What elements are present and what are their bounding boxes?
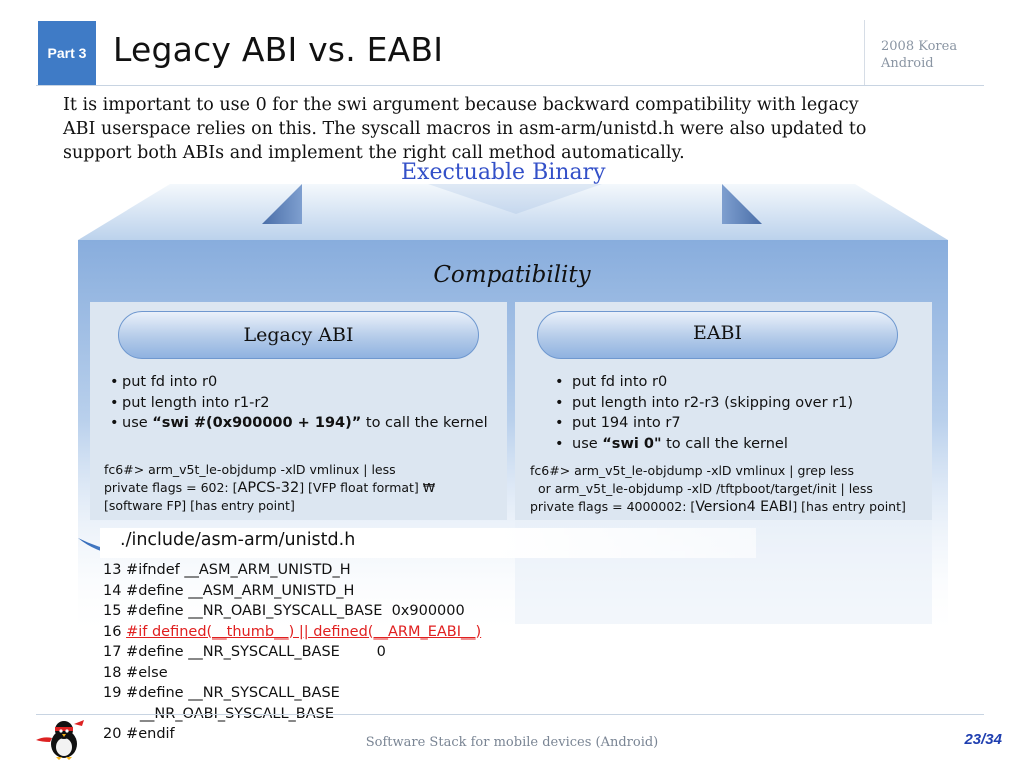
eabi-header: EABI (537, 311, 898, 359)
cmd-line: fc6#> arm_v5t_le-objdump -xlD vmlinux | … (104, 462, 396, 477)
intro-paragraph: It is important to use 0 for the swi arg… (63, 93, 963, 165)
page-number: 23/34 (964, 731, 1002, 748)
list-item: •use “swi 0" to call the kernel (555, 435, 788, 452)
code-line: 16 #if defined(__thumb__) || defined(__A… (103, 623, 482, 640)
eabi-objdump-output: fc6#> arm_v5t_le-objdump -xlD vmlinux | … (530, 462, 906, 516)
code-line: 14 #define __ASM_ARM_UNISTD_H (103, 582, 355, 599)
cmd-line: private flags = 602: [APCS-32] [VFP floa… (104, 480, 436, 496)
conference-line-1: 2008 Korea (881, 39, 958, 54)
part-label: Part 3 (47, 45, 87, 61)
intro-line-3: support both ABIs and implement the righ… (63, 143, 685, 163)
cmd-line: or arm_v5t_le-objdump -xlD /tftpboot/tar… (530, 481, 873, 496)
list-item: •use “swi #(0x900000 + 194)” to call the… (110, 415, 488, 431)
conference-label: 2008 Korea Android (881, 38, 957, 72)
right-triangle (722, 184, 762, 224)
list-item: •put fd into r0 (110, 374, 218, 390)
left-triangle (262, 184, 302, 224)
title-rule (36, 85, 984, 86)
code-line: 19 #define __NR_SYSCALL_BASE (103, 685, 340, 701)
file-label-bar (100, 528, 756, 558)
cmd-line: [software FP] [has entry point] (104, 498, 295, 513)
diagram-top-surface (78, 184, 948, 240)
down-arrow (428, 184, 602, 214)
legacy-bullet-list: •put fd into r0 •put length into r1-r2 •… (110, 374, 488, 436)
compatibility-label: Compatibility (433, 262, 591, 288)
footer-rule (36, 714, 984, 715)
list-item: •put 194 into r7 (555, 415, 681, 431)
executable-binary-label: Exectuable Binary (401, 160, 606, 185)
code-line: 20 #endif (103, 726, 175, 742)
code-line: __NR_OABI_SYSCALL_BASE (103, 705, 335, 722)
title-divider (864, 20, 865, 85)
cmd-line: private flags = 4000002: [Version4 EABI]… (530, 499, 906, 515)
file-path: ./include/asm-arm/unistd.h (120, 530, 356, 550)
intro-line-2: ABI userspace relies on this. The syscal… (63, 119, 867, 139)
intro-line-1: It is important to use 0 for the swi arg… (63, 95, 859, 115)
code-line: 17 #define __NR_SYSCALL_BASE 0 (103, 644, 386, 660)
conference-line-2: Android (881, 56, 934, 71)
list-item: •put length into r2-r3 (skipping over r1… (555, 394, 853, 411)
code-line: 18 #else (103, 664, 168, 681)
legacy-objdump-output: fc6#> arm_v5t_le-objdump -xlD vmlinux | … (104, 461, 435, 515)
footer-title: Software Stack for mobile devices (Andro… (365, 735, 659, 750)
list-item: •put fd into r0 (555, 374, 668, 390)
legacy-abi-header: Legacy ABI (118, 311, 479, 359)
cmd-line: fc6#> arm_v5t_le-objdump -xlD vmlinux | … (530, 463, 855, 478)
list-item: •put length into r1-r2 (110, 394, 270, 411)
highlighted-condition: #if defined(__thumb__) || defined(__ARM_… (126, 623, 482, 640)
code-line: 13 #ifndef __ASM_ARM_UNISTD_H (103, 562, 351, 578)
code-line: 15 #define __NR_OABI_SYSCALL_BASE 0x9000… (103, 603, 465, 619)
code-listing: 13 #ifndef __ASM_ARM_UNISTD_H 14 #define … (103, 560, 481, 745)
penguin-mascot-icon (36, 720, 84, 760)
part-badge: Part 3 (38, 21, 96, 85)
slide-title: Legacy ABI vs. EABI (113, 30, 444, 69)
eabi-bullet-list: •put fd into r0 •put length into r2-r3 (… (555, 374, 853, 456)
